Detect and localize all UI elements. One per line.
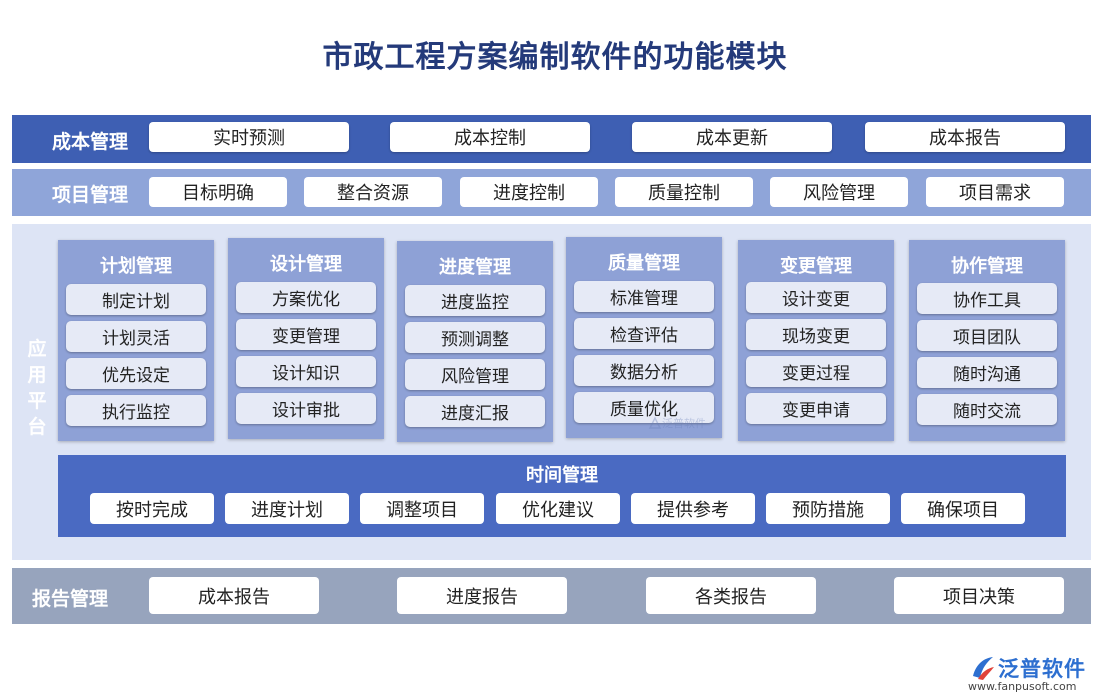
module-collaboration: 协作管理 协作工具 项目团队 随时沟通 随时交流 xyxy=(909,240,1065,441)
cost-item: 实时预测 xyxy=(149,122,349,152)
module-item: 执行监控 xyxy=(66,395,206,426)
cost-management-band: 成本管理 实时预测 成本控制 成本更新 成本报告 xyxy=(12,115,1091,163)
report-item: 各类报告 xyxy=(646,577,816,614)
cost-item: 成本报告 xyxy=(865,122,1065,152)
time-item: 按时完成 xyxy=(90,493,214,524)
module-schedule: 进度管理 进度监控 预测调整 风险管理 进度汇报 xyxy=(397,241,553,442)
project-item: 整合资源 xyxy=(304,177,442,207)
report-item: 进度报告 xyxy=(397,577,567,614)
time-item: 调整项目 xyxy=(360,493,484,524)
report-item: 项目决策 xyxy=(894,577,1064,614)
module-item: 随时沟通 xyxy=(917,357,1057,388)
module-item: 质量优化 xyxy=(574,392,714,423)
module-item: 标准管理 xyxy=(574,281,714,312)
module-title: 计划管理 xyxy=(100,256,172,277)
brand-name: 泛普软件 xyxy=(998,657,1086,681)
module-item: 现场变更 xyxy=(746,319,886,350)
report-management-band: 报告管理 成本报告 进度报告 各类报告 项目决策 xyxy=(12,568,1091,624)
module-title: 变更管理 xyxy=(780,256,852,277)
watermark-text: 泛普软件 xyxy=(662,417,706,430)
brand-logo: 泛普软件 www.fanpusoft.com xyxy=(968,652,1096,696)
module-item: 项目团队 xyxy=(917,320,1057,351)
time-management-title: 时间管理 xyxy=(526,465,598,486)
module-item: 变更管理 xyxy=(236,319,376,350)
module-item: 方案优化 xyxy=(236,282,376,313)
module-item: 设计变更 xyxy=(746,282,886,313)
module-item: 设计审批 xyxy=(236,393,376,424)
cost-item: 成本控制 xyxy=(390,122,590,152)
module-item: 随时交流 xyxy=(917,394,1057,425)
module-title: 设计管理 xyxy=(270,254,342,275)
fanpu-logo-icon xyxy=(648,416,662,429)
page-title: 市政工程方案编制软件的功能模块 xyxy=(322,40,788,75)
module-item: 数据分析 xyxy=(574,355,714,386)
cost-management-label: 成本管理 xyxy=(52,131,129,153)
module-item: 变更申请 xyxy=(746,393,886,424)
project-management-band: 项目管理 目标明确 整合资源 进度控制 质量控制 风险管理 项目需求 xyxy=(12,169,1091,216)
time-item: 优化建议 xyxy=(496,493,620,524)
module-title: 协作管理 xyxy=(951,256,1023,277)
module-planning: 计划管理 制定计划 计划灵活 优先设定 执行监控 xyxy=(58,240,214,441)
module-change: 变更管理 设计变更 现场变更 变更过程 变更申请 xyxy=(738,240,894,441)
module-item: 进度汇报 xyxy=(405,396,545,427)
module-title: 质量管理 xyxy=(608,253,680,274)
application-platform-band: 应 用 平 台 计划管理 制定计划 计划灵活 优先设定 执行监控 设计管理 方案… xyxy=(12,224,1091,560)
watermark: 泛普软件 xyxy=(648,414,708,432)
time-item: 确保项目 xyxy=(901,493,1025,524)
module-item: 风险管理 xyxy=(405,359,545,390)
module-item: 协作工具 xyxy=(917,283,1057,314)
module-title: 进度管理 xyxy=(439,257,511,278)
module-item: 变更过程 xyxy=(746,356,886,387)
project-item: 进度控制 xyxy=(460,177,598,207)
time-item: 进度计划 xyxy=(225,493,349,524)
fanpu-logo-icon xyxy=(973,657,994,680)
report-item: 成本报告 xyxy=(149,577,319,614)
cost-item: 成本更新 xyxy=(632,122,832,152)
report-management-label: 报告管理 xyxy=(32,588,109,610)
time-item: 提供参考 xyxy=(631,493,755,524)
module-item: 制定计划 xyxy=(66,284,206,315)
project-item: 质量控制 xyxy=(615,177,753,207)
module-item: 检查评估 xyxy=(574,318,714,349)
module-item: 预测调整 xyxy=(405,322,545,353)
module-item: 优先设定 xyxy=(66,358,206,389)
module-item: 进度监控 xyxy=(405,285,545,316)
time-management-box: 时间管理 按时完成 进度计划 调整项目 优化建议 提供参考 预防措施 确保项目 xyxy=(58,455,1066,537)
module-item: 计划灵活 xyxy=(66,321,206,352)
application-platform-label: 应 用 平 台 xyxy=(27,338,47,438)
project-management-label: 项目管理 xyxy=(52,184,129,206)
module-design: 设计管理 方案优化 变更管理 设计知识 设计审批 xyxy=(228,238,384,439)
project-item: 风险管理 xyxy=(770,177,908,207)
module-quality: 质量管理 标准管理 检查评估 数据分析 质量优化 xyxy=(566,237,722,438)
time-item: 预防措施 xyxy=(766,493,890,524)
project-item: 项目需求 xyxy=(926,177,1064,207)
module-item: 设计知识 xyxy=(236,356,376,387)
project-item: 目标明确 xyxy=(149,177,287,207)
brand-url: www.fanpusoft.com xyxy=(968,680,1077,693)
